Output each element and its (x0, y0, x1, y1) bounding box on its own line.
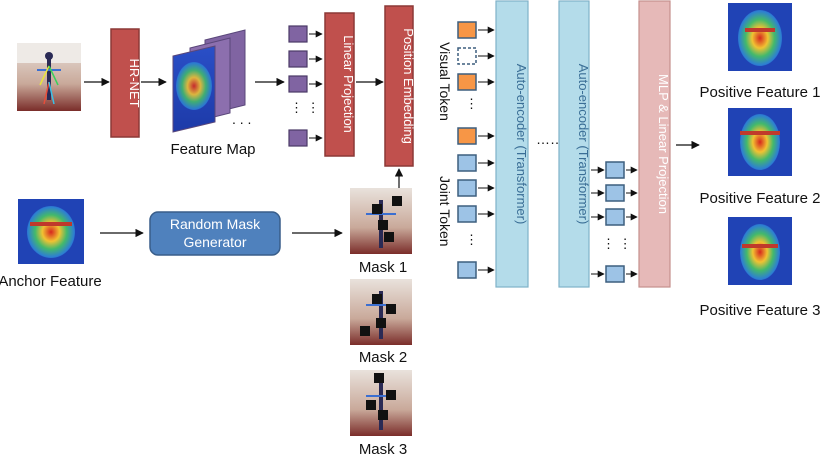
mask-1-image: Mask 1 (350, 188, 412, 276)
feature-map-ellipsis: . . . (232, 111, 251, 127)
input-image (17, 43, 81, 111)
linear-projection-label: Linear Projection (341, 35, 356, 133)
positive-feature-1-label: Positive Feature 1 (700, 84, 821, 101)
output-joint-token (605, 184, 625, 202)
visual-token (457, 127, 477, 145)
autoencoder-2-label: Auto-encoder (Transformer) (576, 64, 591, 225)
mlp-label: MLP & Linear Projection (656, 74, 671, 214)
token-column: ⋮ ⋮ (457, 21, 495, 279)
patch-token (288, 129, 308, 147)
output-joint-token (605, 208, 625, 226)
visual-token-ellipsis: ⋮ (465, 96, 478, 111)
positive-feature-3: Positive Feature 3 (700, 217, 821, 319)
mask-3-label: Mask 3 (359, 441, 407, 458)
anchor-feature-image: Anchor Feature (0, 199, 102, 290)
patch-token (288, 75, 308, 93)
random-mask-generator-line1: Random Mask (170, 216, 261, 232)
random-mask-generator: Random Mask Generator (149, 211, 281, 256)
joint-token (457, 179, 477, 197)
feature-map-label: Feature Map (170, 141, 255, 158)
hrnet-label: HR-NET (127, 58, 142, 107)
joint-token-label: Joint Token (437, 176, 453, 247)
output-joint-ellipsis: ⋮ ⋮ (602, 236, 632, 251)
joint-token-ellipsis: ⋮ (465, 232, 478, 247)
patch-token (288, 50, 308, 68)
positive-feature-3-label: Positive Feature 3 (700, 302, 821, 319)
positive-feature-1: Positive Feature 1 (700, 3, 821, 101)
random-mask-generator-line2: Generator (183, 234, 246, 250)
positive-feature-2: Positive Feature 2 (700, 108, 821, 207)
output-joint-token (605, 161, 625, 179)
mask-2-label: Mask 2 (359, 349, 407, 366)
joint-token (457, 261, 477, 279)
patch-tokens: ⋮ ⋮ (288, 25, 323, 147)
autoencoder-1-label: Auto-encoder (Transformer) (514, 64, 529, 225)
position-embedding-block: Position Embedding (384, 5, 416, 167)
visual-token (457, 73, 477, 91)
autoencoder-2: Auto-encoder (Transformer) (558, 0, 591, 288)
masked-visual-token (457, 47, 477, 65)
mask-1-label: Mask 1 (359, 259, 407, 276)
hrnet-block: HR-NET (110, 28, 142, 138)
visual-token-label: Visual Token (437, 42, 453, 121)
feature-map-stack: . . . Feature Map (170, 29, 256, 158)
position-embedding-label: Position Embedding (401, 28, 416, 144)
mask-2-image: Mask 2 (350, 279, 412, 366)
autoencoder-ellipsis: …… (536, 131, 564, 147)
linear-projection-block: Linear Projection (324, 12, 356, 157)
positive-feature-2-label: Positive Feature 2 (700, 190, 821, 207)
mask-3-image: Mask 3 (350, 370, 412, 458)
joint-token (457, 205, 477, 223)
patch-ellipsis: ⋮ ⋮ (290, 100, 320, 115)
output-joint-token (605, 265, 625, 283)
patch-token (288, 25, 308, 43)
output-joint-tokens: ⋮ ⋮ (591, 161, 638, 283)
autoencoder-1: Auto-encoder (Transformer) (495, 0, 529, 288)
mlp-block: MLP & Linear Projection (638, 0, 671, 288)
anchor-feature-label: Anchor Feature (0, 273, 102, 290)
joint-token (457, 154, 477, 172)
visual-token (457, 21, 477, 39)
